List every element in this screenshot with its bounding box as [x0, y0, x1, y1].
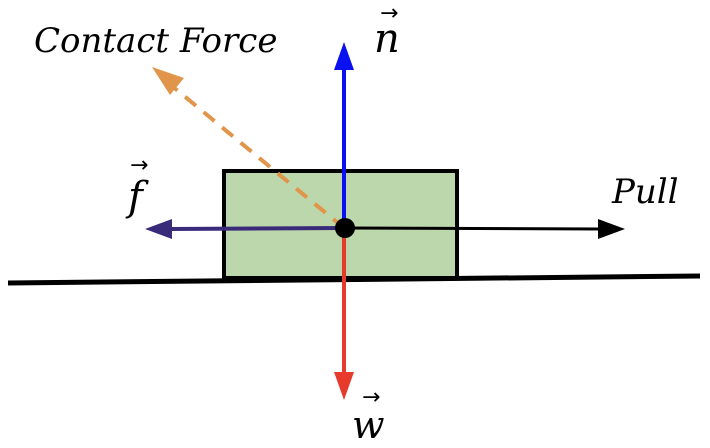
pull-arrow-shaft [343, 226, 601, 231]
contact-force-arrowhead [152, 67, 184, 95]
normal-force-arrowhead [334, 42, 354, 70]
center-of-mass-dot [335, 218, 355, 238]
pull-arrowhead [598, 219, 625, 239]
weight-arrowhead [334, 372, 354, 400]
friction-arrowhead [145, 219, 172, 239]
weight-label: w [352, 403, 385, 447]
weight-vector-arrow-symbol: → [362, 385, 380, 410]
contact-force-label: Contact Force [34, 21, 277, 61]
pull-label: Pull [611, 172, 679, 212]
friction-vector-arrow-symbol: → [130, 153, 148, 178]
normal-vector-arrow-symbol: → [380, 1, 398, 26]
normal-force-label: n [374, 16, 400, 62]
friction-label: f [125, 174, 149, 220]
friction-arrow-shaft [169, 226, 345, 231]
contact-force-arrow-shaft [170, 84, 346, 230]
